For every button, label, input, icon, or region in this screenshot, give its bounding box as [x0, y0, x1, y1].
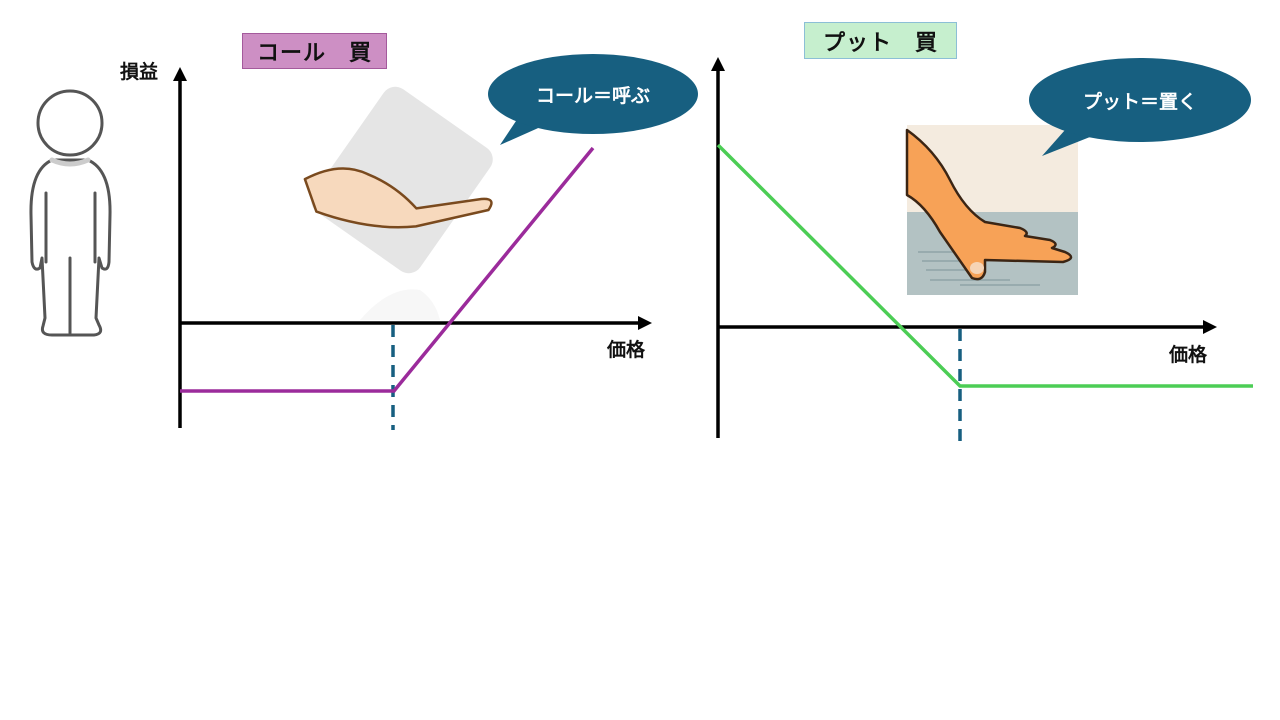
- put-payoff-line: [716, 143, 1253, 388]
- put-speech-bubble: [1029, 58, 1251, 156]
- beckoning-hand-image: [303, 86, 493, 274]
- call-payoff-line: [180, 146, 595, 393]
- call-buy-title: コール 買: [242, 33, 387, 69]
- call-y-axis-label: 損益: [120, 61, 159, 83]
- hand-placing-image: [905, 125, 1078, 295]
- call-speech-bubble: [488, 54, 698, 145]
- put-x-axis-label: 価格: [1169, 344, 1208, 366]
- put-bubble-text: プット＝置く: [1082, 90, 1197, 113]
- call-x-axis-label: 価格: [607, 339, 646, 361]
- call-buy-title-text: コール 買: [256, 41, 372, 66]
- call-bubble-text: コール＝呼ぶ: [535, 84, 650, 107]
- put-buy-title: プット 買: [804, 22, 957, 59]
- put-chart: [711, 57, 1253, 443]
- person-icon: [29, 89, 112, 337]
- call-chart: [173, 67, 652, 430]
- put-buy-title-text: プット 買: [822, 30, 938, 56]
